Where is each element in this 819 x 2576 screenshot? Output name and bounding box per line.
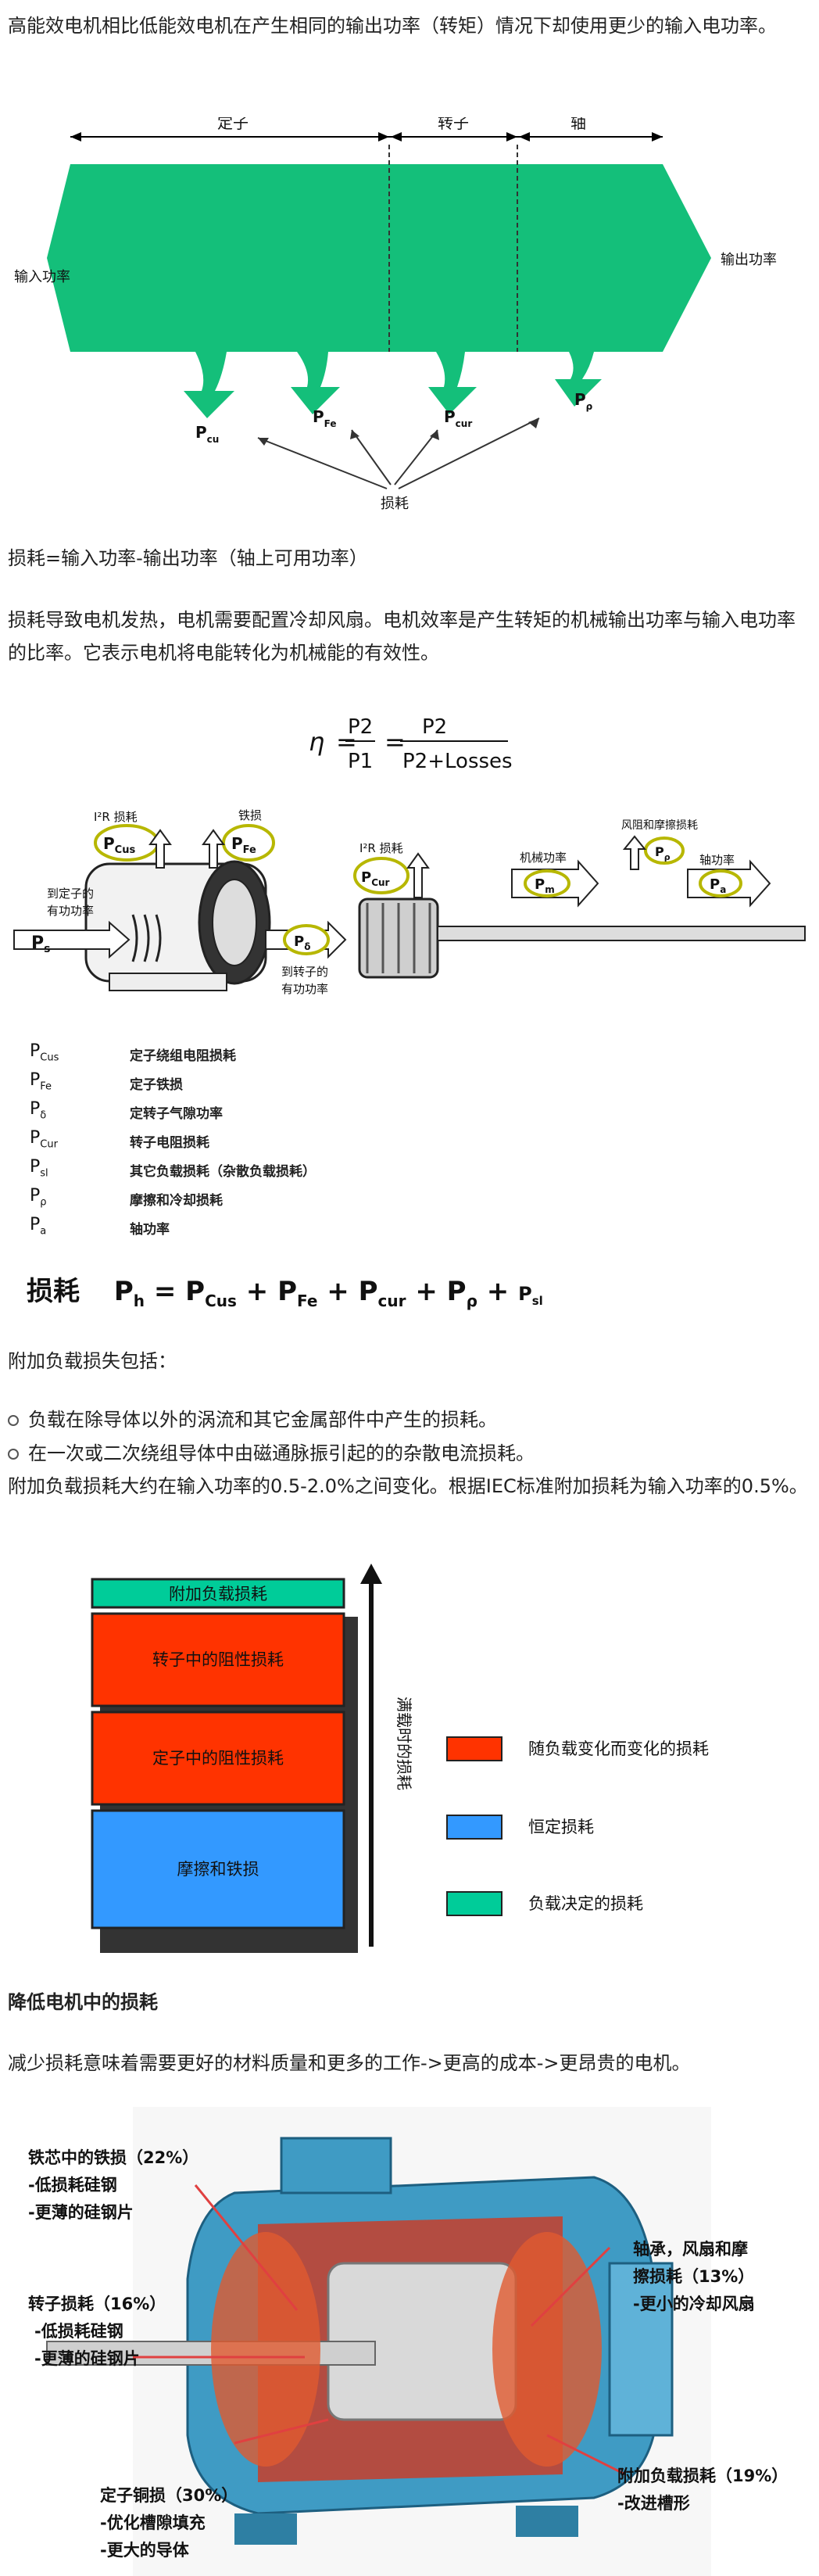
iron-loss-callout-2: -低损耗硅钢 (28, 2172, 117, 2199)
den2: P2+Losses (402, 750, 513, 773)
motor-cutaway: 铁芯中的铁损（22%） -低损耗硅钢 -更薄的硅钢片 转子损耗（16%） -低损… (0, 2107, 819, 2576)
i2r-loss-label-2: I²R 损耗 (359, 841, 403, 855)
efficiency-formula: η = P2 P1 = P2 P2+Losses (0, 696, 819, 782)
svg-text:负载决定的损耗: 负载决定的损耗 (528, 1894, 643, 1913)
loss-formula-label: 损耗 (27, 1276, 80, 1307)
svg-text:转子中的阻性损耗: 转子中的阻性损耗 (152, 1650, 284, 1669)
output-power-label: 输出功率 (721, 252, 777, 268)
stator-loss-callout-2: -优化槽隙填充 (100, 2510, 206, 2537)
loss-convergence-arrows (258, 418, 539, 489)
bullet-item-2: 在一次或二次绕组导体中由磁通脉振引起的的杂散电流损耗。 (8, 1437, 535, 1470)
legend-swatch-red (447, 1737, 502, 1761)
loss-branch-fe (291, 352, 340, 414)
legend-swatch-teal (447, 1892, 502, 1915)
additional-title: 附加负载损失包括： (8, 1345, 811, 1378)
eta-symbol: η (309, 727, 324, 757)
power-flow-diagram: 定子 转子 轴 输入功率 输出功率 Pcu PFe Pcur Pρ 损耗 (0, 117, 819, 524)
segment-stator: 定子 (217, 117, 249, 132)
i2r-loss-label-1: I²R 损耗 (94, 810, 138, 824)
stator-loss-callout-1: 定子铜损（30%） (100, 2482, 238, 2510)
additional-loss-callout-2: -改进槽形 (617, 2490, 690, 2517)
iron-loss-callout-3: -更薄的硅钢片 (28, 2199, 134, 2227)
intro-text: 高能效电机相比低能效电机在产生相同的输出功率（转矩）情况下却使用更少的输入电功率… (8, 9, 811, 42)
loss-prho: Pρ (574, 390, 593, 412)
rotor-input-label: 到转子的 (281, 965, 328, 979)
loss-branch-cu (184, 352, 234, 418)
mech-power-label: 机械功率 (520, 851, 567, 865)
rotor-loss-callout-2: -低损耗硅钢 (34, 2318, 123, 2345)
segment-shaft: 轴 (570, 117, 586, 132)
svg-text:摩擦和铁损: 摩擦和铁损 (177, 1860, 259, 1879)
iron-loss-label: 铁损 (238, 808, 262, 822)
loss-pfe: PFe (313, 407, 337, 429)
input-power-label: 输入功率 (14, 269, 70, 285)
stator-input-label: 到定子的 (47, 887, 94, 901)
iron-loss-callout-1: 铁芯中的铁损（22%） (28, 2144, 198, 2172)
bearing-loss-callout-1: 轴承，风扇和摩 (633, 2236, 748, 2263)
svg-text:随负载变化而变化的损耗: 随负载变化而变化的损耗 (528, 1739, 709, 1758)
efficiency-text: 损耗导致电机发热，电机需要配置冷却风扇。电机效率是产生转矩的机械输出功率与输入电… (8, 604, 811, 669)
additional-loss-callout-1: 附加负载损耗（19%） (617, 2463, 788, 2490)
axis-label: 满载时的损耗 (395, 1696, 413, 1790)
power-legend: PCus 定子绕组电阻损耗 PFe 定子铁损 Pδ 定转子气隙功率 PCur 转… (0, 1041, 819, 1251)
loss-pcu: Pcu (195, 423, 219, 445)
wind-loss-label: 风阻和摩擦损耗 (621, 819, 698, 832)
reduce-title: 降低电机中的损耗 (8, 1986, 811, 2019)
svg-text:有功功率: 有功功率 (47, 904, 94, 918)
reduce-text: 减少损耗意味着需要更好的材料质量和更多的工作->更高的成本->更昂贵的电机。 (8, 2047, 811, 2080)
stator-loss-callout-3: -更大的导体 (100, 2537, 189, 2564)
motor-power-diagram: Ps 到定子的 有功功率 I²R 损耗 PCus 铁损 PFe Pδ 到转子的 … (0, 805, 819, 1040)
power-flow-band (47, 164, 711, 352)
loss-branch-cur (428, 352, 477, 414)
segment-rotor: 转子 (438, 117, 469, 132)
svg-text:附加负载损耗: 附加负载损耗 (169, 1585, 267, 1603)
losses-label: 损耗 (381, 496, 409, 512)
num-p2: P2 (348, 715, 373, 739)
loss-pcur: Pcur (444, 407, 472, 429)
shaft-power-label: 轴功率 (699, 853, 735, 867)
additional-text: 附加负载损耗大约在输入功率的0.5-2.0%之间变化。根据IEC标准附加损耗为输… (8, 1470, 811, 1503)
svg-text:有功功率: 有功功率 (281, 982, 328, 996)
legend-swatch-blue (447, 1815, 502, 1839)
bearing-loss-callout-2: 擦损耗（13%） (633, 2263, 754, 2291)
svg-text:恒定损耗: 恒定损耗 (528, 1818, 594, 1836)
rotor-loss-callout-1: 转子损耗（16%） (28, 2291, 166, 2318)
loss-formula: 损耗 Ph = PCus + PFe + Pcur + Pρ + Psl (0, 1265, 819, 1312)
shaft (438, 926, 805, 940)
den-p1: P1 (348, 750, 373, 773)
loss-stack-diagram: 附加负载损耗 转子中的阻性损耗 定子中的阻性损耗 摩擦和铁损 满载时的损耗 随负… (0, 1564, 819, 1954)
loss-definition: 损耗=输入功率-输出功率（轴上可用功率） (8, 542, 811, 575)
rotor-loss-callout-3: -更薄的硅钢片 (34, 2345, 140, 2373)
svg-text:定子中的阻性损耗: 定子中的阻性损耗 (152, 1749, 284, 1768)
bearing-loss-callout-3: -更小的冷却风扇 (633, 2291, 755, 2318)
num2-p2: P2 (422, 715, 447, 739)
bullet-item-1: 负载在除导体以外的涡流和其它金属部件中产生的损耗。 (8, 1403, 497, 1436)
